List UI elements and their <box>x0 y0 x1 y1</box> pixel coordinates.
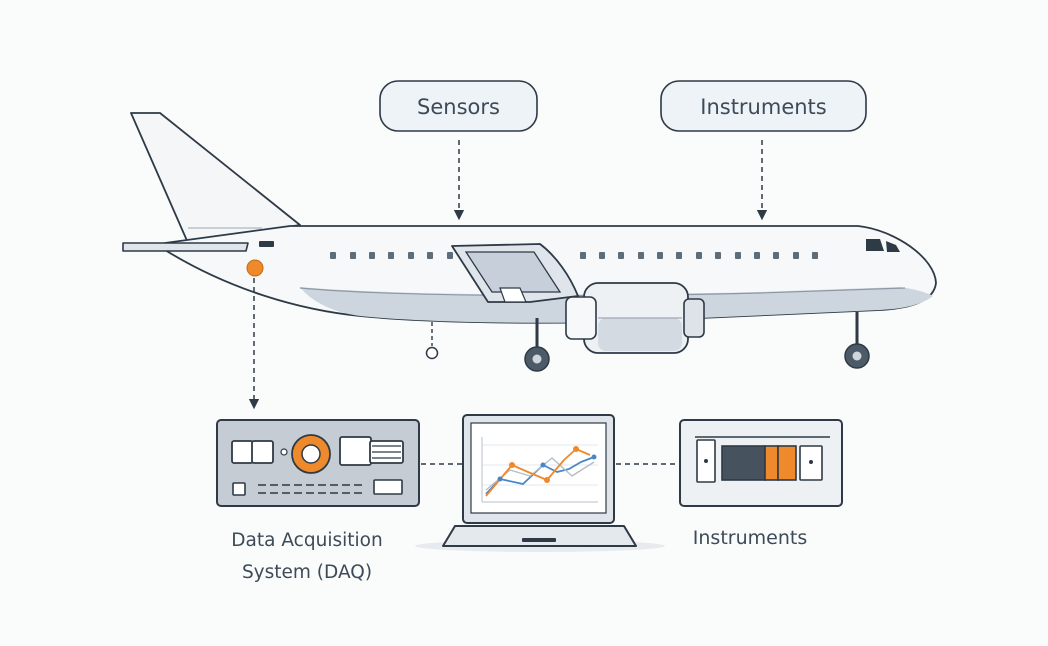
nose-landing-gear <box>844 312 870 369</box>
laptop-base <box>442 525 637 547</box>
instruments-callout: Instruments <box>660 80 867 132</box>
laptop <box>415 414 665 552</box>
rear-marker <box>259 241 274 247</box>
daq-device <box>216 419 420 507</box>
ring-icon <box>425 346 439 360</box>
instruments-callout-label: Instruments <box>700 95 826 119</box>
orange-dot-icon <box>246 259 264 277</box>
cockpit-window-2 <box>886 241 900 252</box>
daq-label-line2: System (DAQ) <box>242 562 372 583</box>
sensors-callout: Sensors <box>379 80 538 132</box>
daq-label-line1: Data Acquisition <box>231 530 382 551</box>
main-landing-gear <box>524 318 550 372</box>
sensors-label: Sensors <box>417 95 500 119</box>
tail-fin <box>130 112 301 244</box>
chart-line-blue <box>485 456 595 495</box>
instruments-panel-label: Instruments <box>693 527 807 549</box>
instruments-panel <box>679 419 843 507</box>
engine <box>565 282 705 354</box>
airplane <box>122 112 937 372</box>
cabin-windows <box>330 252 818 259</box>
cockpit-window-1 <box>866 239 884 251</box>
horizontal-stabilizer <box>122 242 249 252</box>
